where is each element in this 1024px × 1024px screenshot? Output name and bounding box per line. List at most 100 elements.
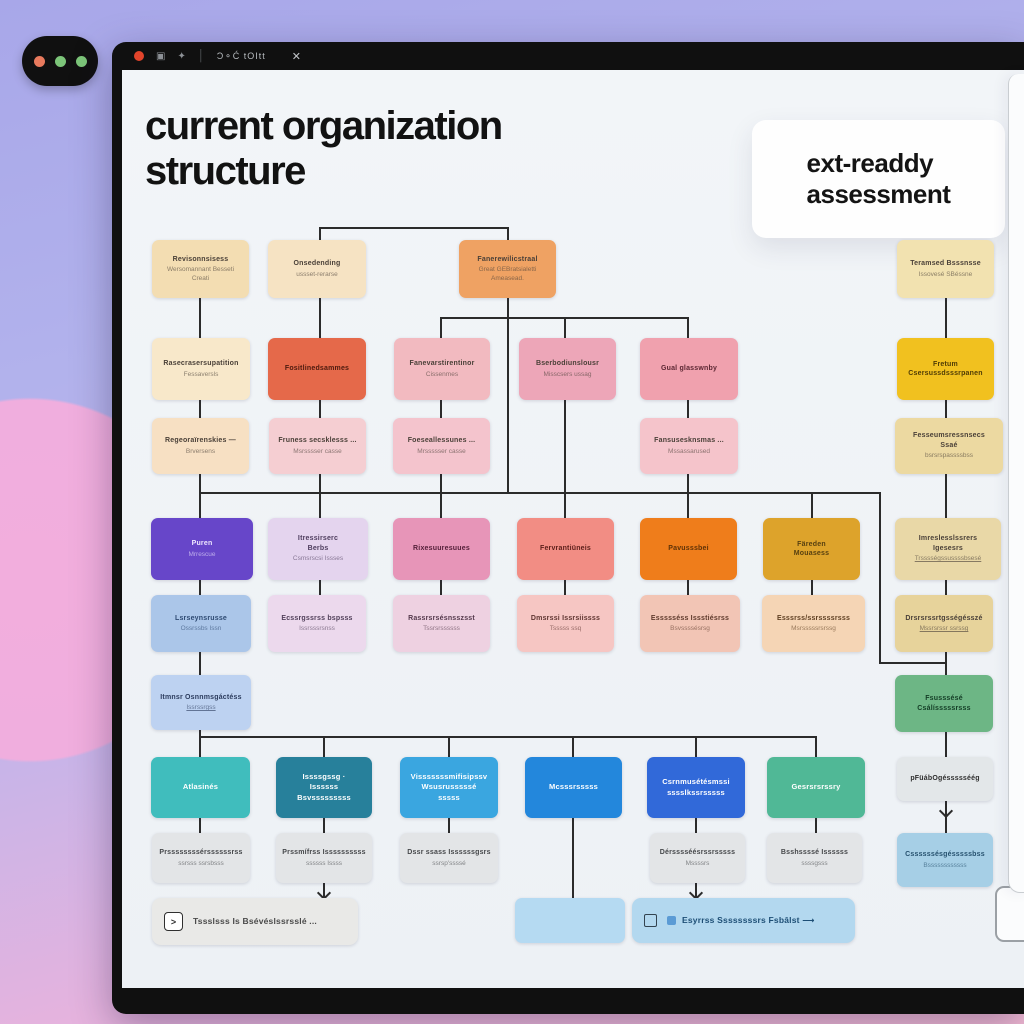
connector-line [815,736,817,757]
document-icon [667,916,676,925]
org-node[interactable]: Pavusssbei [640,518,737,580]
connector-line [815,818,817,833]
node-title: Färeden Mouasess [793,540,830,557]
node-title: Prssssssssérssssssrss [159,849,243,857]
connector-line [695,736,697,757]
org-node[interactable]: Fositlinedsammes [268,338,366,400]
titlebar-tab-label[interactable]: Ɔ⚬Ć tOItt [216,50,266,61]
connector-line [319,400,321,418]
node-subtitle: Fessaversls [183,370,219,378]
connector-line [507,227,509,240]
org-node[interactable]: Issssgssg · Issssss Bsvsssssssss [276,757,372,818]
macos-window-controls [22,36,98,86]
org-node[interactable] [515,898,625,943]
node-title: Dérsssséésrssrsssss [659,849,736,857]
node-title: Regeoraïrenskies — [165,437,236,445]
node-title: Fervrantiüneis [539,545,592,553]
node-subtitle: Trsssségssussssbsesé [914,555,982,563]
node-title: Fanevarstirentinor [409,360,475,368]
titlebar-icon-2[interactable]: ✦ [177,50,186,62]
node-subtitle: bsrsrspassssbss [924,452,974,460]
connector-line [199,730,201,738]
connector-line [687,474,689,518]
connector-line [319,227,509,229]
org-node[interactable]: Foeseallessunes ...Mrssssser casse [393,418,490,474]
connector-line [945,580,947,595]
checkbox-icon[interactable] [644,914,657,927]
node-subtitle: ussset-rerarse [296,270,338,278]
node-title: Csrnmusétésmssi sssslkssrsssss [662,777,730,797]
org-node[interactable]: Färeden Mouasess [763,518,860,580]
connector-line [323,736,325,757]
org-node[interactable]: Prssssssssérssssssrss ssrsss ssrsbsss [152,833,250,883]
node-title: Visssssssmifisipssv Wsusrusssssé sssss [410,772,488,802]
org-node[interactable]: Visssssssmifisipssv Wsusrusssssé sssss [400,757,498,818]
org-node[interactable]: Fruness secsklesss ...Msrsssser casse [269,418,366,474]
connector-line [448,736,450,757]
node-subtitle: ssrsss ssrsbsss [178,859,224,867]
node-title: Onsedending [293,260,341,268]
org-node[interactable]: Regeoraïrenskies —Brversens [152,418,249,474]
side-panel-edge[interactable] [1008,74,1024,893]
close-icon[interactable]: ✕ [291,50,301,63]
node-title: pFüábOgéssssséég [910,775,980,783]
node-title: Rixesuuresuues [413,545,470,553]
connector-line [199,474,201,518]
connector-line [945,474,947,518]
org-node[interactable]: Gual glasswnby [640,338,738,400]
org-node[interactable]: Fervrantiüneis [517,518,614,580]
action-bar[interactable]: Esyrrss Ssssssssrs Fsbâlst ⟶ [632,898,855,943]
org-node[interactable]: pFüábOgéssssséég [897,757,993,801]
connector-line [687,317,689,338]
org-node[interactable]: Fsusssésé Csálísssssrsss [895,675,993,732]
node-subtitle: Mrrescue [188,550,216,558]
org-node[interactable]: Gesrsrsrssry [767,757,865,818]
node-subtitle: ssrsp'ssssé [432,859,466,867]
connector-line [564,580,566,595]
node-title: Itressirserc Berbs [297,535,339,552]
action-bar[interactable]: >Tssslsss Is Bsévéslssrsslé ... [152,898,358,945]
org-node[interactable]: Mcsssrsssss [525,757,622,818]
node-subtitle: Csmsrscsi Issses [292,555,344,563]
titlebar-icon-1[interactable]: ▣ [156,50,166,62]
connector-line [945,801,947,833]
titlebar: ▣ ✦ │ Ɔ⚬Ć tOItt ✕ [112,42,1024,70]
node-title: Teramsed Bsssnsse [910,260,981,268]
org-node[interactable]: Atlasinés [151,757,250,818]
connector-line [199,652,201,675]
org-node[interactable]: Onsedending ussset-rerarse [268,240,366,298]
side-panel-chip[interactable] [995,886,1024,942]
node-subtitle: Great GEBratsialetti Ameasead. [478,266,537,282]
org-node[interactable]: Rixesuuresuues [393,518,490,580]
prompt-icon: > [164,912,183,931]
connector-line [323,818,325,833]
org-node[interactable]: Csrnmusétésmssi sssslkssrsssss [647,757,745,818]
assessment-card[interactable]: ext-readdy assessment [752,120,1005,238]
org-node[interactable]: Fretum Csersussdsssrpanen [897,338,994,400]
node-subtitle: ssssgsss [801,859,828,867]
org-node[interactable]: Fansusesknsmas ...Mssassarused [640,418,738,474]
